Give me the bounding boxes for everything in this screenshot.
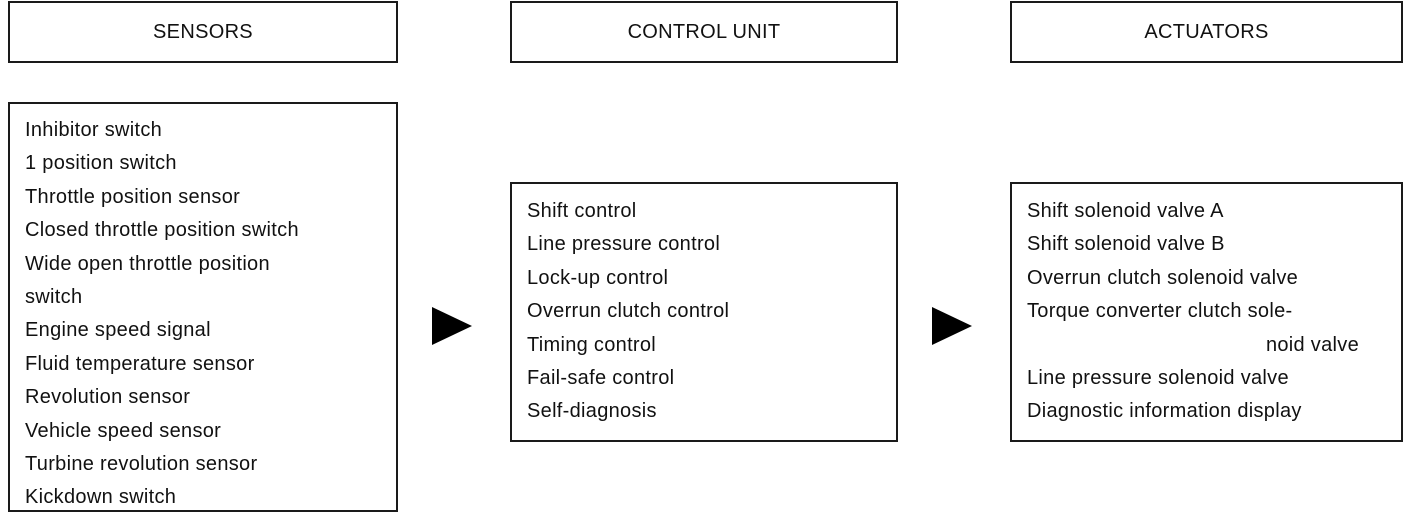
actuators-box: Shift solenoid valve A Shift solenoid va… xyxy=(1010,182,1403,442)
control-unit-list: Shift control Line pressure control Lock… xyxy=(527,195,896,429)
list-item: switch xyxy=(25,285,83,308)
list-item: Overrun clutch control xyxy=(527,300,730,323)
list-item: Inhibitor switch xyxy=(25,119,163,141)
control-unit-box: Shift control Line pressure control Lock… xyxy=(510,182,898,442)
arrow-right-icon xyxy=(432,307,472,345)
actuators-title: ACTUATORS xyxy=(1144,20,1269,43)
actuators-list: Shift solenoid valve A Shift solenoid va… xyxy=(1027,195,1401,429)
list-item: Self-diagnosis xyxy=(527,400,657,423)
list-item: Throttle position sensor xyxy=(25,185,241,208)
list-item: Lock-up control xyxy=(527,266,669,289)
list-item: Fail-safe control xyxy=(527,366,675,389)
list-item: Wide open throttle position xyxy=(25,252,270,275)
sensors-list: Inhibitor switch 1 position switch Throt… xyxy=(25,114,396,515)
list-item: Shift control xyxy=(527,200,637,222)
list-item: Turbine revolution sensor xyxy=(25,452,258,475)
sensors-title: SENSORS xyxy=(153,20,253,43)
arrow-right-icon xyxy=(932,307,972,345)
list-item: Torque converter clutch sole- xyxy=(1027,300,1293,323)
list-item: Revolution sensor xyxy=(25,386,191,409)
sensors-header: SENSORS xyxy=(8,1,398,63)
list-item: Line pressure control xyxy=(527,233,721,256)
list-item: Closed throttle position switch xyxy=(25,219,299,242)
list-item: Line pressure solenoid valve xyxy=(1027,366,1289,389)
list-item: Kickdown switch xyxy=(25,486,177,509)
actuators-header: ACTUATORS xyxy=(1010,1,1403,63)
control-unit-title: CONTROL UNIT xyxy=(627,20,781,43)
list-item: Overrun clutch solenoid valve xyxy=(1027,266,1299,289)
sensors-box: Inhibitor switch 1 position switch Throt… xyxy=(8,102,398,512)
list-item: Engine speed signal xyxy=(25,319,211,342)
list-item: Diagnostic information display xyxy=(1027,400,1302,423)
list-item: Timing control xyxy=(527,333,657,356)
list-item: 1 position switch xyxy=(25,152,177,175)
list-item: Fluid temperature sensor xyxy=(25,352,255,375)
list-item: Shift solenoid valve B xyxy=(1027,233,1225,256)
control-unit-header: CONTROL UNIT xyxy=(510,1,898,63)
list-item: Vehicle speed sensor xyxy=(25,419,222,442)
list-item: noid valve xyxy=(1265,333,1359,356)
list-item: Shift solenoid valve A xyxy=(1027,200,1224,222)
